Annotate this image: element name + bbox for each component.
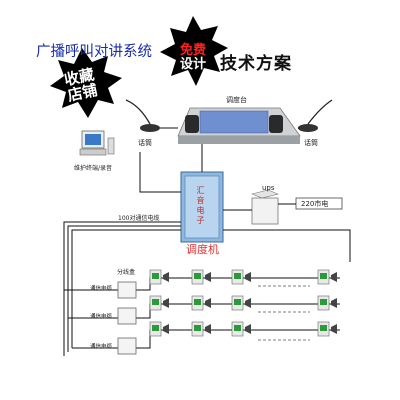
mic-left-label: 话筒 bbox=[138, 139, 152, 147]
splitter-box-3 bbox=[117, 337, 137, 355]
microphone-left bbox=[125, 99, 160, 132]
diagram-subtitle: 技术方案 bbox=[220, 54, 292, 74]
free-design-badge bbox=[160, 16, 228, 86]
splitter-box-2 bbox=[117, 307, 137, 325]
collect-shop-badge bbox=[50, 48, 122, 118]
dispatcher-label: 调度机 bbox=[186, 243, 219, 256]
badge-free-line1: 免费 bbox=[179, 43, 206, 58]
dispatch-console bbox=[177, 107, 301, 144]
diagram-title: 广播呼叫对讲系统 bbox=[36, 44, 152, 60]
splitter-label: 分线盒 bbox=[117, 269, 136, 276]
terminal-phone-3-3 bbox=[231, 321, 251, 337]
cable-label-3: 通信电缆 bbox=[90, 344, 113, 350]
pc-label: 维护终端/录音 bbox=[74, 165, 113, 172]
terminal-phone-2-2 bbox=[191, 295, 211, 311]
microphone-right bbox=[298, 99, 333, 132]
splitter-box-1 bbox=[117, 281, 137, 299]
cable-100-label: 100对通信电缆 bbox=[118, 215, 160, 222]
badge-free-line2: 设计 bbox=[179, 56, 206, 72]
cable-label-2: 通信电缆 bbox=[90, 314, 113, 320]
cabinet-brand-text: 汇音电子 bbox=[196, 186, 205, 226]
cable-label-1: 通信电缆 bbox=[90, 286, 113, 292]
free-design-text: 免费 设计 bbox=[171, 44, 215, 71]
maintenance-pc bbox=[79, 130, 115, 156]
mains-label: 220市电 bbox=[301, 200, 329, 208]
mic-right-label: 话筒 bbox=[304, 139, 318, 147]
terminal-phone-1-4 bbox=[317, 269, 337, 285]
terminal-phone-3-1 bbox=[149, 321, 169, 337]
terminal-phone-1-3 bbox=[231, 269, 251, 285]
terminal-phone-1-2 bbox=[191, 269, 211, 285]
terminal-phone-2-4 bbox=[317, 295, 337, 311]
ups-label: ups bbox=[262, 184, 275, 192]
terminal-phone-3-4 bbox=[317, 321, 337, 337]
terminal-phone-1-1 bbox=[149, 269, 169, 285]
ups-unit bbox=[251, 189, 279, 225]
terminal-phone-2-3 bbox=[231, 295, 251, 311]
console-label: 调度台 bbox=[226, 96, 247, 104]
terminal-phone-2-1 bbox=[149, 295, 169, 311]
terminal-phone-3-2 bbox=[191, 321, 211, 337]
dispatcher-cabinet bbox=[180, 171, 224, 243]
